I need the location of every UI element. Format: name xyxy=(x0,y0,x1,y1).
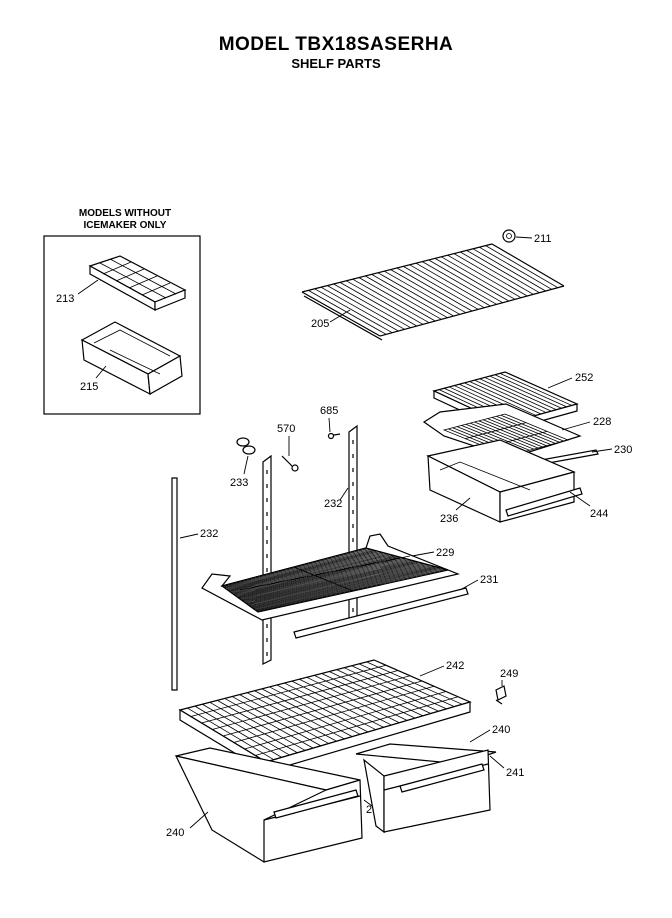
callout-233: 233 xyxy=(230,477,248,489)
callout-570: 570 xyxy=(277,423,295,435)
callout-236: 236 xyxy=(440,513,458,525)
callout-231: 231 xyxy=(480,574,498,586)
inset-label-line1: MODELS WITHOUT xyxy=(79,208,171,219)
shelf-ladder-rear-left xyxy=(262,454,272,665)
leader-232-left xyxy=(179,533,199,539)
callout-240-right: 240 xyxy=(492,724,510,736)
callout-205: 205 xyxy=(311,318,329,330)
callout-244: 244 xyxy=(590,508,608,520)
leader-229 xyxy=(411,551,435,557)
leader-215 xyxy=(95,365,107,379)
page-title: MODEL TBX18SASERHA xyxy=(218,34,454,55)
spacer-233 xyxy=(236,437,256,455)
leader-236 xyxy=(455,497,471,511)
leader-242 xyxy=(419,665,445,677)
callout-249: 249 xyxy=(500,668,518,680)
inset-label-line2: ICEMAKER ONLY xyxy=(84,220,167,231)
leader-252 xyxy=(547,377,573,389)
leader-213 xyxy=(77,279,99,295)
trim-231 xyxy=(293,587,469,639)
callout-685: 685 xyxy=(320,405,338,417)
ice-tray-213 xyxy=(88,255,187,312)
callout-232-left: 232 xyxy=(200,528,218,540)
leader-205 xyxy=(329,309,351,323)
leader-241-right xyxy=(489,755,505,769)
screw-570 xyxy=(281,455,299,472)
leader-240-right xyxy=(469,729,491,743)
leader-230 xyxy=(591,448,613,453)
screw-685 xyxy=(327,432,341,440)
inset-box xyxy=(43,235,201,415)
leader-685 xyxy=(328,417,331,433)
callout-229: 229 xyxy=(436,547,454,559)
leader-228 xyxy=(561,421,591,431)
crisper-pan-240-right xyxy=(355,743,497,834)
callout-252: 252 xyxy=(575,372,593,384)
shelf-ladder-232-left xyxy=(171,477,178,691)
drawer-handle-241-right xyxy=(399,763,485,793)
snack-pan-236 xyxy=(426,439,576,523)
callout-211: 211 xyxy=(534,233,552,245)
callout-232-right: 232 xyxy=(324,498,342,510)
callout-213: 213 xyxy=(56,293,74,305)
leader-232-right xyxy=(339,487,349,501)
callout-215: 215 xyxy=(80,381,98,393)
leader-231 xyxy=(459,579,479,591)
shelf-stop-211 xyxy=(502,229,516,243)
callout-228: 228 xyxy=(593,416,611,428)
callout-241-right: 241 xyxy=(506,767,524,779)
leader-233 xyxy=(243,455,249,475)
drawer-handle-241-left xyxy=(273,789,359,819)
leader-211 xyxy=(515,236,533,239)
crisper-pan-240-left xyxy=(174,747,363,863)
wire-shelf-205 xyxy=(301,243,565,341)
trim-244 xyxy=(505,487,583,517)
cantilever-shelf-229 xyxy=(201,533,460,621)
leader-241-left xyxy=(363,799,373,807)
callout-240-left: 240 xyxy=(166,827,184,839)
leader-240-left xyxy=(189,811,209,829)
ice-bin-215 xyxy=(80,321,183,396)
shelf-frame-228 xyxy=(422,403,582,459)
leader-244 xyxy=(569,491,591,507)
callout-230: 230 xyxy=(614,444,632,456)
page-subtitle: SHELF PARTS xyxy=(291,56,381,71)
clip-249 xyxy=(495,685,507,705)
callout-242: 242 xyxy=(446,660,464,672)
